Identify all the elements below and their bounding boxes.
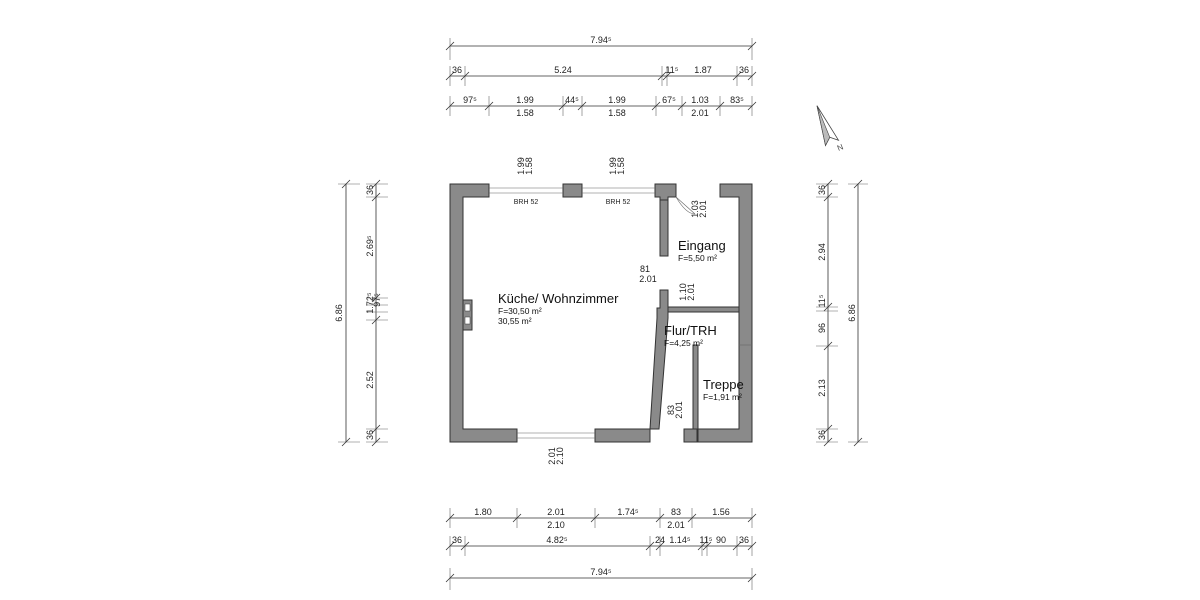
room-treppe-name: Treppe bbox=[703, 377, 744, 392]
partition-lower bbox=[649, 289, 669, 430]
pier-bottom-right bbox=[683, 428, 698, 443]
bottom-row1-dim-2: 2.01 bbox=[547, 507, 565, 517]
walls bbox=[449, 183, 753, 443]
left-overall-dim: 6.86 bbox=[334, 304, 344, 322]
right-dim-3: 11⁵ bbox=[817, 294, 827, 307]
bottom-row1-dim-4: 83 bbox=[671, 507, 681, 517]
bottom-row2-dim-3: 24 bbox=[655, 535, 665, 545]
outer-wall-bottom bbox=[594, 428, 651, 443]
right-dim-2: 2.94 bbox=[817, 243, 827, 261]
window-openings bbox=[489, 187, 752, 439]
top-row1-dim-5: 36 bbox=[739, 65, 749, 75]
window1-height: 1.58 bbox=[524, 157, 534, 175]
top-row2-height-1: 1.58 bbox=[516, 108, 534, 118]
top-row2-height-3: 2.01 bbox=[691, 108, 709, 118]
top-row2-dim-5: 67⁵ bbox=[662, 95, 676, 105]
top-row2-dim-1: 97⁵ bbox=[463, 95, 477, 105]
bottom-row2-dim-4: 1.14⁵ bbox=[669, 535, 691, 545]
bottom-overall-dim: 7.94⁵ bbox=[590, 567, 612, 577]
right-dim-1: 36 bbox=[817, 185, 827, 195]
door1-width: 81 bbox=[640, 264, 650, 274]
front-opening-width: 2.01 bbox=[547, 447, 557, 465]
outer-wall-right bbox=[696, 183, 753, 443]
right-dim-4: 96 bbox=[817, 323, 827, 333]
window1-brh: BRH 52 bbox=[514, 199, 539, 206]
bottom-row2-dim-6: 90 bbox=[716, 535, 726, 545]
room-flur-name: Flur/TRH bbox=[664, 323, 717, 338]
room-kueche-area-2: 30,55 m² bbox=[498, 316, 532, 326]
right-dim-5: 2.13 bbox=[817, 379, 827, 397]
bottom-row2-dim-5: 11⁵ bbox=[699, 535, 712, 545]
left-dim-4: 97⁵ bbox=[372, 293, 382, 307]
room-kueche-area: F=30,50 m² bbox=[498, 306, 542, 316]
top-row1-dim-2: 5.24 bbox=[554, 65, 572, 75]
entry-door-width: 1.03 bbox=[690, 200, 700, 218]
north-arrow-icon: N bbox=[816, 105, 845, 153]
entry-door-icon bbox=[675, 196, 696, 215]
room-treppe-area: F=1,91 m² bbox=[703, 392, 742, 402]
door2-height: 2.01 bbox=[686, 283, 696, 301]
bottom-row1-dim-3: 1.74⁵ bbox=[617, 507, 639, 517]
left-dim-5: 2.52 bbox=[365, 371, 375, 389]
top-row1-dim-1: 36 bbox=[452, 65, 462, 75]
window2-width: 1.99 bbox=[608, 157, 618, 175]
top-row1-dim-3: 11⁵ bbox=[665, 65, 678, 75]
top-row2-dim-2: 1.99 bbox=[516, 95, 534, 105]
top-row2-height-2: 1.58 bbox=[608, 108, 626, 118]
bottom-row1-height-1: 2.10 bbox=[547, 520, 565, 530]
bottom-row1-height-2: 2.01 bbox=[667, 520, 685, 530]
top-row2-dim-4: 1.99 bbox=[608, 95, 626, 105]
bottom-row2-dim-2: 4.82⁵ bbox=[546, 535, 568, 545]
top-overall-dim: 7.94⁵ bbox=[590, 35, 612, 45]
chimney bbox=[462, 299, 473, 331]
left-dim-3: 1.72⁵ bbox=[365, 292, 375, 314]
window-pier bbox=[562, 183, 583, 198]
left-dim-2: 2.69⁵ bbox=[365, 235, 375, 257]
entry-door-height: 2.01 bbox=[698, 200, 708, 218]
window2-brh: BRH 52 bbox=[606, 199, 631, 206]
top-row2-dim-3: 44⁵ bbox=[565, 95, 579, 105]
window2-height: 1.58 bbox=[616, 157, 626, 175]
partition-upper bbox=[659, 199, 669, 257]
right-dimensions: 36 2.94 11⁵ 96 2.13 36 6.86 bbox=[816, 179, 868, 447]
left-dim-1: 36 bbox=[365, 185, 375, 195]
left-dimensions: 6.86 36 2.69⁵ 1.72⁵ 97⁵ 2.52 36 bbox=[334, 179, 388, 447]
outer-wall-left bbox=[449, 183, 518, 443]
front-opening-height: 2.10 bbox=[555, 447, 565, 465]
room-eingang-area: F=5,50 m² bbox=[678, 253, 717, 263]
bottom-row1-dim-1: 1.80 bbox=[474, 507, 492, 517]
left-dim-6: 36 bbox=[365, 430, 375, 440]
partition-treppe bbox=[692, 344, 699, 443]
bottom-row1-dim-5: 1.56 bbox=[712, 507, 730, 517]
bottom-row2-dim-7: 36 bbox=[739, 535, 749, 545]
room-kueche-name: Küche/ Wohnzimmer bbox=[498, 291, 619, 306]
bottom-row2-dim-1: 36 bbox=[452, 535, 462, 545]
room-flur-area: F=4,25 m² bbox=[664, 338, 703, 348]
door3-height: 2.01 bbox=[674, 401, 684, 419]
bottom-dimensions: 1.80 2.01 1.74⁵ 83 1.56 2.10 2.01 bbox=[445, 507, 757, 590]
right-overall-dim: 6.86 bbox=[847, 304, 857, 322]
door1-height: 2.01 bbox=[639, 274, 657, 284]
door3-width: 83 bbox=[666, 405, 676, 415]
room-eingang-name: Eingang bbox=[678, 238, 726, 253]
partition-flur bbox=[667, 306, 740, 313]
right-dim-6: 36 bbox=[817, 430, 827, 440]
svg-text:N: N bbox=[836, 142, 845, 153]
door2-width: 1.10 bbox=[678, 283, 688, 301]
top-dimensions: 7.94⁵ 36 5.24 11⁵ 1.87 36 bbox=[445, 35, 757, 118]
top-row1-dim-4: 1.87 bbox=[694, 65, 712, 75]
top-row2-dim-6: 1.03 bbox=[691, 95, 709, 105]
window1-width: 1.99 bbox=[516, 157, 526, 175]
top-row2-dim-7: 83⁵ bbox=[730, 95, 744, 105]
